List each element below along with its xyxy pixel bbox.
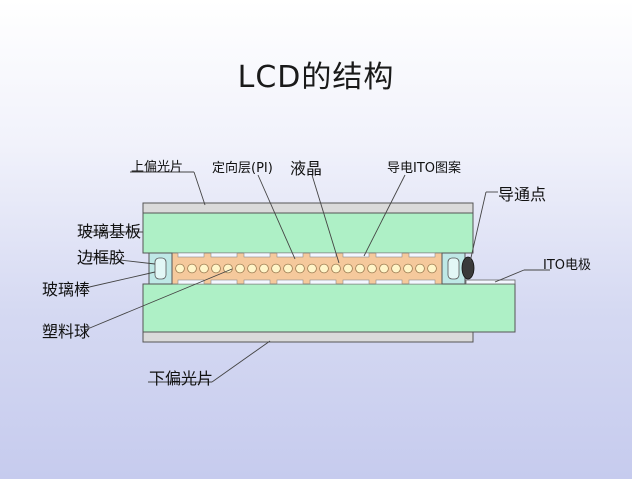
lower-glass-substrate xyxy=(142,283,516,333)
conductive-dot xyxy=(461,256,475,280)
plastic-spacer-ball xyxy=(187,263,197,274)
plastic-spacer-ball xyxy=(271,263,281,274)
leader-alignment-layer xyxy=(257,174,296,260)
label-sealant: 边框胶 xyxy=(77,248,126,267)
label-liquid-crystal: 液晶 xyxy=(290,159,323,178)
leader-lower-polarizer-diag xyxy=(211,340,271,383)
label-upper-polarizer: 上偏光片 xyxy=(131,160,184,175)
plastic-spacer-balls xyxy=(175,263,437,274)
leader-ito-electrode-diag xyxy=(494,269,525,283)
label-lower-polarizer: 下偏光片 xyxy=(149,369,214,388)
upper-glass-substrate xyxy=(142,212,474,254)
plastic-spacer-ball xyxy=(379,263,389,274)
lower-ito-strip xyxy=(309,279,337,285)
upper-ito-strip xyxy=(177,252,205,258)
plastic-spacer-ball xyxy=(235,263,245,274)
lower-polarizer xyxy=(142,331,474,343)
plastic-spacer-ball xyxy=(175,263,185,274)
lower-ito-strip xyxy=(210,279,238,285)
page-title: LCD的结构 xyxy=(237,60,395,95)
leader-plastic-ball xyxy=(84,268,233,331)
upper-polarizer xyxy=(142,202,474,214)
plastic-spacer-ball xyxy=(259,263,269,274)
upper-ito-strip xyxy=(375,252,403,258)
plastic-spacer-ball xyxy=(331,263,341,274)
label-alignment-layer: 定向层(PI) xyxy=(212,161,273,176)
plastic-spacer-ball xyxy=(307,263,317,274)
plastic-spacer-ball xyxy=(247,263,257,274)
lower-ito-strip xyxy=(243,279,271,285)
ito-electrode-lead xyxy=(465,279,516,285)
plastic-spacer-ball xyxy=(199,263,209,274)
plastic-spacer-ball xyxy=(343,263,353,274)
upper-ito-strip xyxy=(210,252,238,258)
left-glass-rod xyxy=(154,257,167,280)
leader-sealant xyxy=(84,255,156,265)
label-conductive-dot: 导通点 xyxy=(498,185,547,204)
leader-liquid-crystal xyxy=(311,174,340,264)
lower-ito-strip xyxy=(342,279,370,285)
lower-ito-pattern xyxy=(177,279,436,285)
label-ito-electrode: ITO电极 xyxy=(543,258,592,273)
leader-upper-polarizer-diag xyxy=(193,171,206,206)
lower-ito-strip xyxy=(276,279,304,285)
plastic-spacer-ball xyxy=(355,263,365,274)
plastic-spacer-ball xyxy=(295,263,305,274)
lower-ito-strip xyxy=(408,279,436,285)
plastic-spacer-ball xyxy=(223,263,233,274)
label-plastic-ball: 塑料球 xyxy=(42,322,91,341)
label-glass-substrate: 玻璃基板 xyxy=(77,222,142,241)
plastic-spacer-ball xyxy=(319,263,329,274)
plastic-spacer-ball xyxy=(211,263,221,274)
label-conductive-ito-pattern: 导电ITO图案 xyxy=(387,161,462,176)
plastic-spacer-ball xyxy=(391,263,401,274)
lower-ito-strip xyxy=(375,279,403,285)
upper-ito-strip xyxy=(276,252,304,258)
upper-ito-strip xyxy=(243,252,271,258)
plastic-spacer-ball xyxy=(403,263,413,274)
upper-ito-strip xyxy=(408,252,436,258)
lower-ito-strip xyxy=(177,279,205,285)
plastic-spacer-ball xyxy=(415,263,425,274)
leader-ito-pattern xyxy=(363,174,406,257)
label-glass-rod: 玻璃棒 xyxy=(42,280,91,299)
upper-ito-strip xyxy=(309,252,337,258)
upper-ito-pattern xyxy=(177,252,436,258)
plastic-spacer-ball xyxy=(283,263,293,274)
plastic-spacer-ball xyxy=(367,263,377,274)
upper-ito-strip xyxy=(342,252,370,258)
leader-glass-rod xyxy=(84,271,156,289)
leader-conductive-dot-diag xyxy=(469,191,487,263)
plastic-spacer-ball xyxy=(427,263,437,274)
right-glass-rod xyxy=(447,257,460,280)
